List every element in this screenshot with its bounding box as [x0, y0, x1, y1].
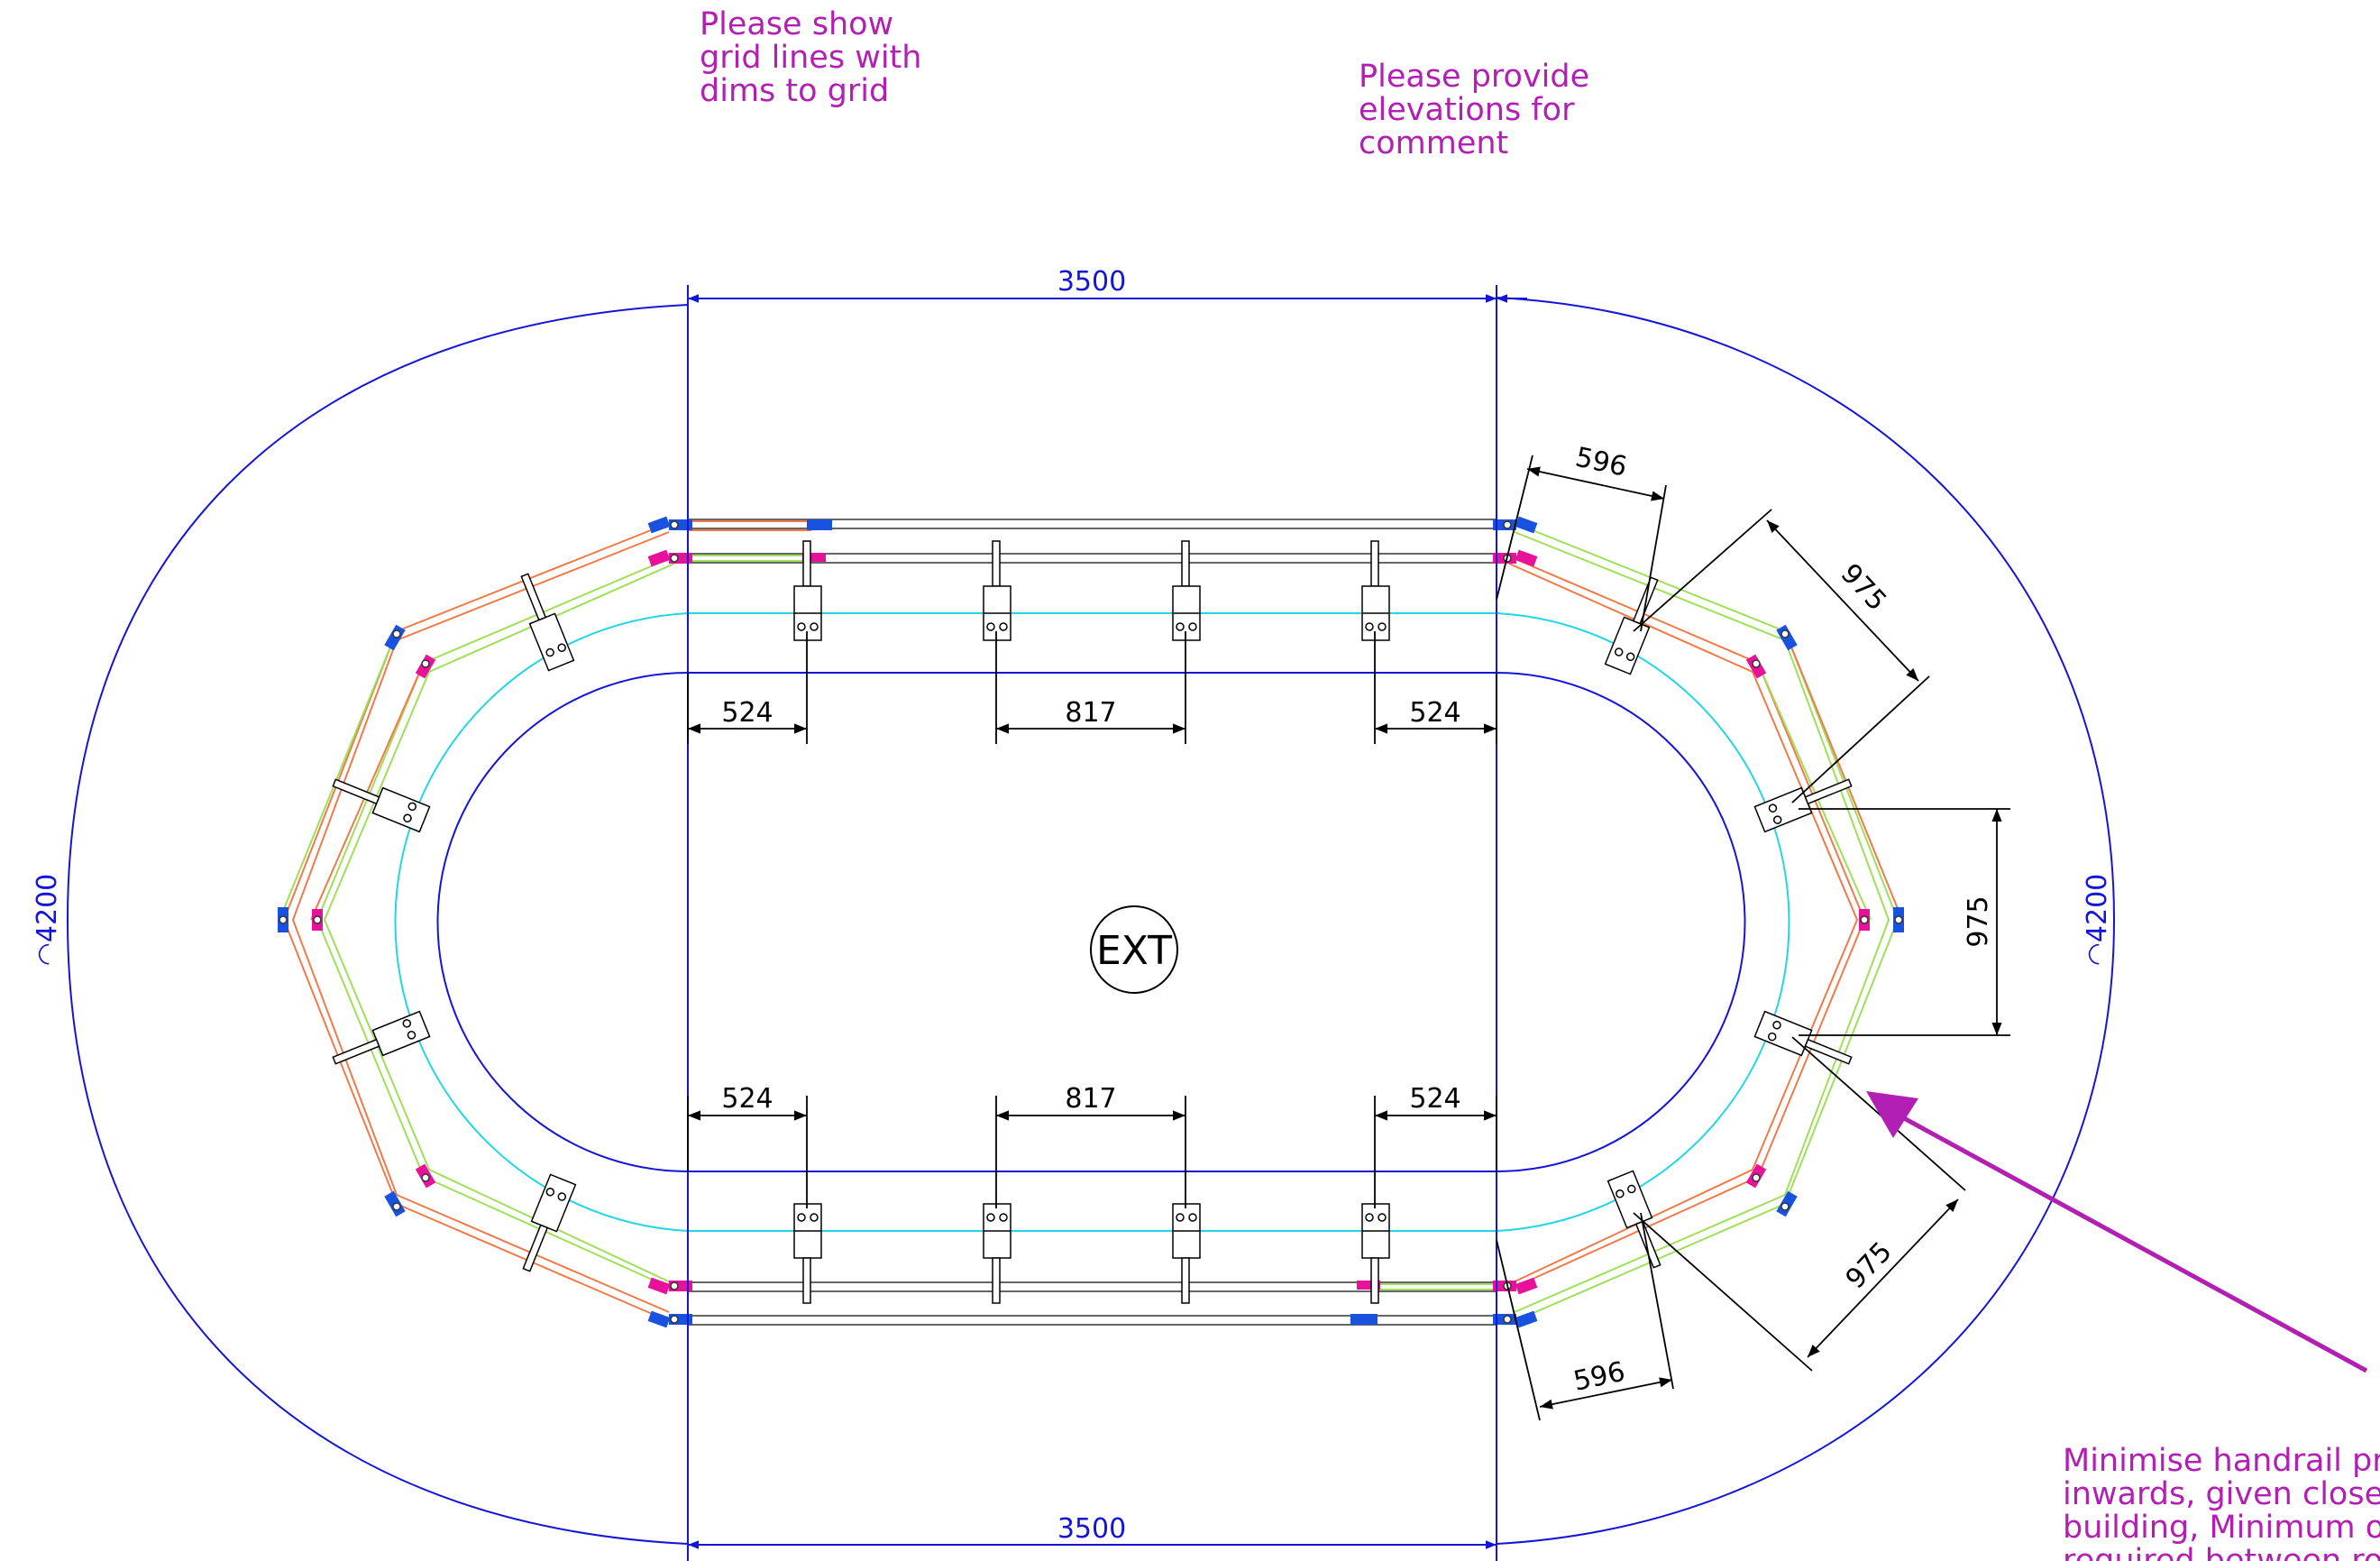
- top-left-offset-label: 524: [721, 697, 773, 729]
- span-dimension-lines: [687, 285, 1527, 1561]
- mid-bay-label: 975: [1963, 895, 1994, 947]
- post-brackets-top: [793, 540, 1390, 641]
- right-radius-label: ◠4200: [2082, 874, 2113, 967]
- right-diagonal-dims: [1496, 455, 2010, 1421]
- top-span-label: 3500: [1057, 266, 1126, 298]
- outer-boundary: [66, 297, 2116, 1545]
- left-radius-label: ◠4200: [32, 874, 63, 967]
- top-right-offset-label: 524: [1409, 697, 1460, 729]
- bottom-right-offset-label: 524: [1409, 1083, 1460, 1115]
- post-brackets-ends: [332, 573, 1853, 1272]
- joint-pins: [279, 520, 1903, 1324]
- lower-bay-label: 975: [1840, 1236, 1899, 1296]
- ext-circle: [1090, 905, 1178, 994]
- markup-arrow: [1866, 1091, 2368, 1373]
- grid-note: Please show grid lines with dims to grid: [700, 6, 932, 109]
- post-brackets-bottom: [793, 1203, 1390, 1304]
- bottom-spacing-dims: [687, 1096, 1497, 1208]
- upper-bay-label: 975: [1835, 558, 1893, 618]
- top-mid-spacing-label: 817: [1065, 697, 1116, 729]
- bottom-mid-spacing-label: 817: [1065, 1083, 1116, 1115]
- top-spacing-dims: [687, 631, 1497, 744]
- upper-diag-label: 596: [1572, 442, 1629, 483]
- elevation-note: Please provide elevations for comment: [1359, 59, 1599, 161]
- bottom-span-label: 3500: [1057, 1513, 1126, 1545]
- rail-joints: [278, 516, 1904, 1328]
- bottom-left-offset-label: 524: [721, 1083, 773, 1115]
- handrail-note: Minimise handrail pro inwards, given clo…: [2063, 1443, 2380, 1561]
- ext-label: EXT: [1096, 928, 1172, 974]
